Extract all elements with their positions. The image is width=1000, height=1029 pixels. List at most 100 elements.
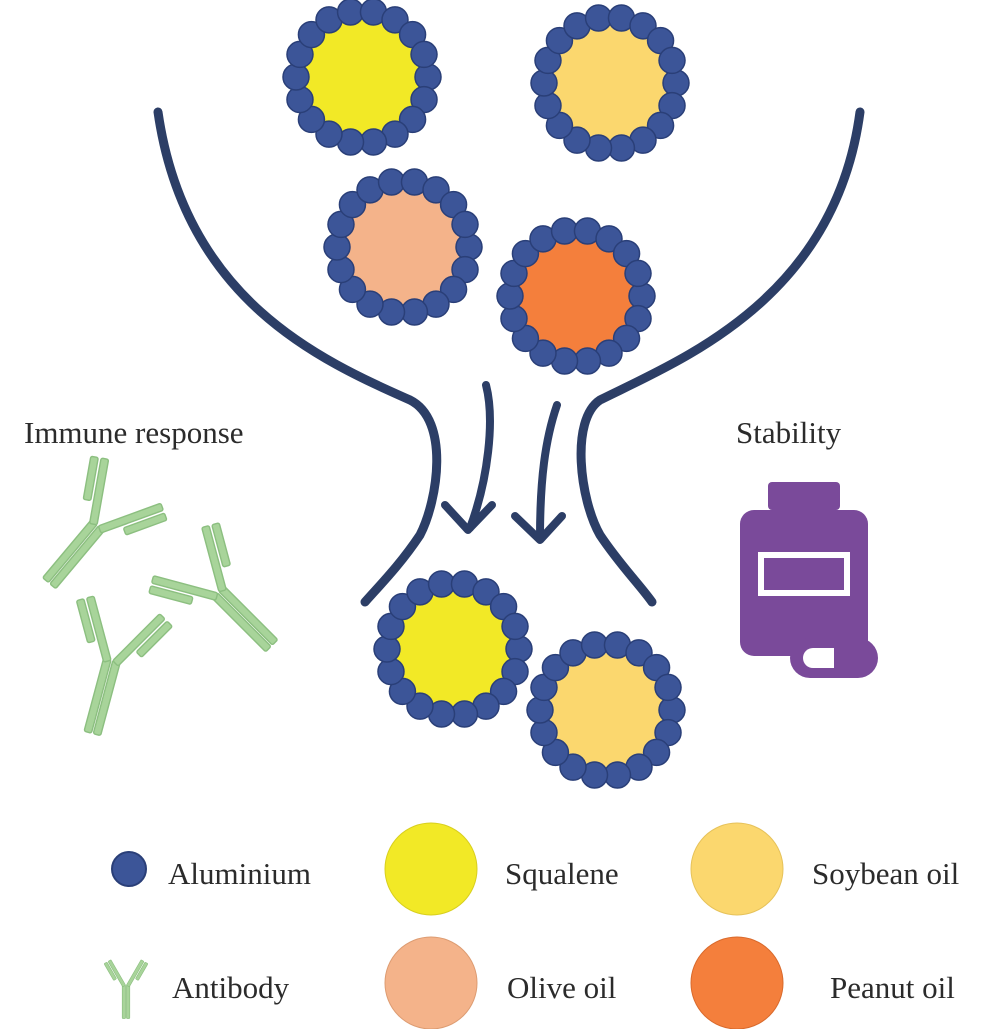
aluminium-bead bbox=[381, 6, 409, 34]
oil-core bbox=[296, 11, 428, 143]
bottom-soybean-particle bbox=[526, 631, 686, 789]
legend-label-soybean-oil: Soybean oil bbox=[812, 856, 959, 891]
immune-response-label: Immune response bbox=[24, 415, 244, 450]
aluminium-bead bbox=[541, 653, 570, 682]
aluminium-bead bbox=[550, 217, 579, 245]
antibody-icon bbox=[104, 959, 148, 1019]
medicine-bottle-icon bbox=[740, 482, 868, 656]
funnel-outline bbox=[153, 107, 865, 607]
aluminium-bead bbox=[624, 259, 652, 288]
aluminium-bead bbox=[297, 20, 326, 49]
oil-core bbox=[387, 583, 519, 715]
funnel-right-wall bbox=[576, 107, 865, 607]
aluminium-bead bbox=[573, 347, 602, 375]
olive-oil-swatch bbox=[384, 936, 478, 1029]
funnel-left-wall bbox=[153, 107, 442, 607]
legend-label-antibody: Antibody bbox=[172, 970, 290, 1005]
squalene-swatch bbox=[384, 822, 478, 916]
aluminium-bead bbox=[450, 700, 479, 728]
aluminium-bead bbox=[584, 4, 613, 32]
aluminium-bead bbox=[530, 718, 558, 747]
aluminium-bead bbox=[336, 0, 365, 26]
aluminium-bead bbox=[529, 339, 557, 367]
aluminium-bead bbox=[377, 657, 405, 686]
aluminium-bead bbox=[595, 225, 623, 253]
top-olive-particle bbox=[323, 168, 483, 326]
soybean-oil-swatch bbox=[690, 822, 784, 916]
aluminium-bead bbox=[658, 46, 686, 75]
legend-label-peanut-oil: Peanut oil bbox=[830, 970, 955, 1005]
aluminium-bead bbox=[662, 69, 690, 97]
aluminium-bead bbox=[422, 176, 450, 204]
oil-core bbox=[337, 181, 469, 313]
peanut-oil-swatch bbox=[690, 936, 784, 1029]
aluminium-bead bbox=[646, 111, 675, 140]
aluminium-bead bbox=[472, 578, 500, 606]
legend-label-squalene: Squalene bbox=[505, 856, 619, 891]
aluminium-bead bbox=[356, 290, 384, 318]
particles-layer bbox=[282, 0, 690, 789]
bottom-squalene-particle bbox=[373, 570, 533, 728]
aluminium-bead bbox=[286, 85, 314, 114]
antibody-icon bbox=[76, 595, 173, 736]
antibody-icon bbox=[148, 522, 278, 652]
aluminium-bead bbox=[612, 324, 641, 353]
down-arrow-icon bbox=[511, 401, 566, 544]
aluminium-bead bbox=[439, 275, 468, 304]
oil-core bbox=[540, 644, 672, 776]
aluminium-bead bbox=[327, 255, 355, 284]
legend: Aluminium Squalene Soybean oil Antibody … bbox=[104, 822, 959, 1029]
aluminium-bead bbox=[501, 612, 529, 641]
aluminium-bead bbox=[323, 233, 351, 261]
antibody-group bbox=[42, 455, 278, 736]
top-squalene-particle bbox=[282, 0, 442, 156]
antibody-icon bbox=[42, 455, 168, 589]
aluminium-dot-icon bbox=[111, 851, 147, 887]
aluminium-bead bbox=[496, 282, 524, 310]
aluminium-bead bbox=[388, 592, 417, 621]
aluminium-bead bbox=[534, 91, 562, 120]
top-peanut-particle bbox=[496, 217, 656, 375]
aluminium-bead bbox=[658, 696, 686, 724]
aluminium-bead bbox=[505, 635, 533, 663]
stability-label: Stability bbox=[736, 415, 842, 450]
aluminium-bead bbox=[628, 282, 656, 310]
aluminium-bead bbox=[559, 753, 587, 781]
aluminium-bead bbox=[400, 298, 429, 326]
aluminium-bead bbox=[511, 239, 540, 268]
aluminium-bead bbox=[455, 233, 483, 261]
aluminium-bead bbox=[338, 190, 367, 219]
aluminium-bead bbox=[625, 639, 653, 667]
aluminium-bead bbox=[398, 105, 427, 134]
aluminium-bead bbox=[603, 761, 632, 789]
aluminium-bead bbox=[526, 696, 554, 724]
aluminium-bead bbox=[359, 128, 388, 156]
aluminium-bead bbox=[500, 304, 528, 333]
oil-core bbox=[510, 230, 642, 362]
aluminium-bead bbox=[607, 134, 636, 162]
aluminium-bead bbox=[406, 692, 434, 720]
aluminium-bead bbox=[410, 40, 438, 69]
oil-core bbox=[544, 17, 676, 149]
down-arrow-icon bbox=[441, 381, 496, 534]
aluminium-bead bbox=[530, 69, 558, 97]
legend-label-aluminium: Aluminium bbox=[168, 856, 311, 891]
aluminium-bead bbox=[377, 168, 406, 196]
aluminium-bead bbox=[373, 635, 401, 663]
aluminium-bead bbox=[427, 570, 456, 598]
legend-label-olive-oil: Olive oil bbox=[507, 970, 616, 1005]
aluminium-bead bbox=[563, 126, 591, 154]
aluminium-bead bbox=[642, 738, 671, 767]
aluminium-bead bbox=[545, 26, 574, 55]
antibody-icon bbox=[104, 959, 148, 1019]
aluminium-bead bbox=[654, 673, 682, 702]
aluminium-bead bbox=[451, 210, 479, 239]
aluminium-bead bbox=[414, 63, 442, 91]
aluminium-bead bbox=[489, 677, 518, 706]
top-soybean-particle bbox=[530, 4, 690, 162]
flow-arrows bbox=[441, 381, 566, 544]
aluminium-bead bbox=[315, 120, 343, 148]
aluminium-bead bbox=[629, 12, 657, 40]
